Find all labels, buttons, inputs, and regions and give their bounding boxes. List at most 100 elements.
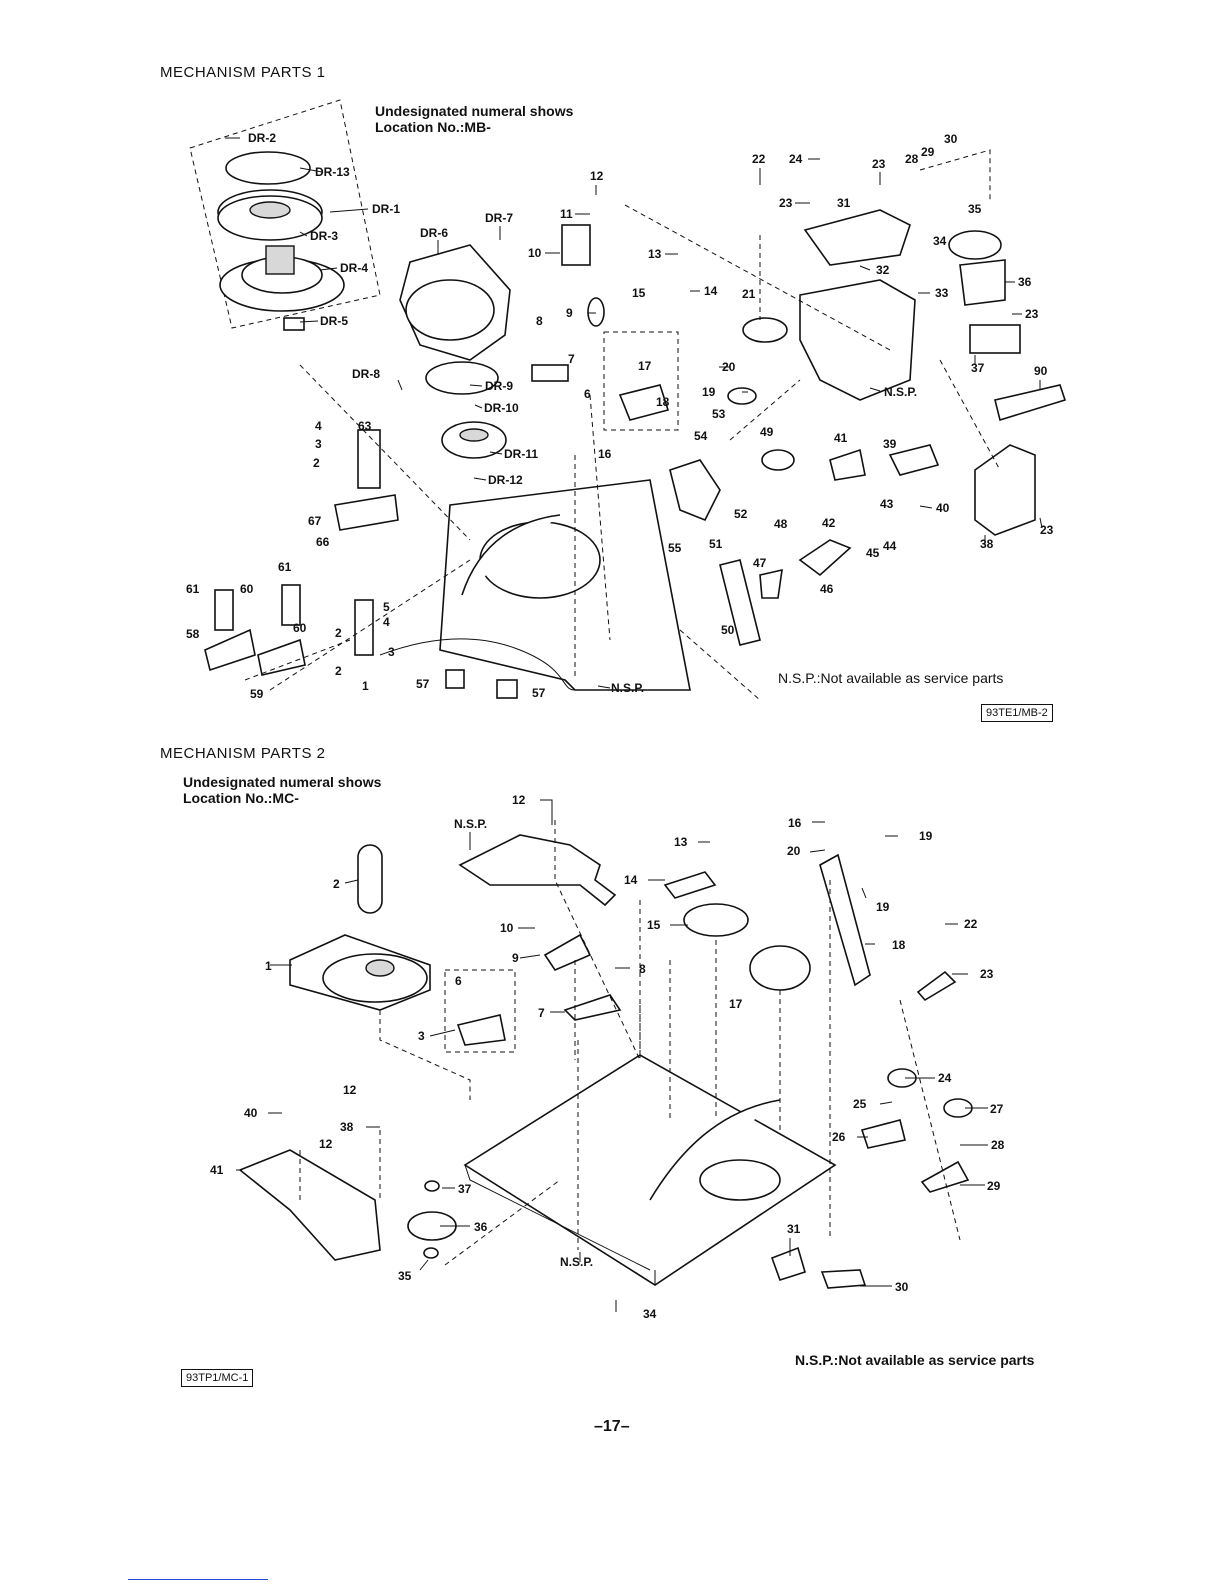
label-nsp-chassis: N.S.P.: [611, 681, 644, 695]
label-1: 1: [265, 959, 272, 973]
label-20: 20: [787, 844, 801, 858]
label-3b: 3: [388, 645, 395, 659]
label-23b: 23: [779, 196, 793, 210]
label-66: 66: [316, 535, 330, 549]
label-nsp-top: N.S.P.: [454, 817, 487, 831]
bracket-31: [770, 1246, 806, 1281]
page-footer-link-line: [128, 1579, 268, 1580]
label-23: 23: [980, 967, 994, 981]
label-30: 30: [895, 1280, 909, 1294]
label-nsp-chassis: N.S.P.: [560, 1255, 593, 1269]
label-60b: 60: [293, 621, 307, 635]
label-39: 39: [883, 437, 897, 451]
plate-37: [969, 324, 1021, 354]
label-dr-2: DR-2: [248, 131, 276, 145]
label-36: 36: [474, 1220, 488, 1234]
label-23a: 23: [872, 157, 886, 171]
section1-nsp-note: N.S.P.:Not available as service parts: [778, 670, 1004, 686]
label-61a: 61: [186, 582, 200, 596]
label-dr-5: DR-5: [320, 314, 348, 328]
label-57a: 57: [416, 677, 430, 691]
label-28: 28: [991, 1138, 1005, 1152]
upper-bracket-31: [803, 209, 911, 266]
arm-30: [820, 1269, 867, 1289]
label-32: 32: [876, 263, 890, 277]
label-5: 5: [383, 600, 390, 614]
label-2a: 2: [335, 626, 342, 640]
bracket-58: [204, 628, 256, 672]
tension-group-outline: [603, 331, 679, 431]
roller-stack: [354, 599, 374, 656]
clip-57b: [496, 679, 518, 699]
label-46: 46: [820, 582, 834, 596]
section2-note-line1: Undesignated numeral shows: [183, 774, 382, 790]
label-38: 38: [980, 537, 994, 551]
guide-post-63: [357, 429, 381, 489]
section2-title: MECHANISM PARTS 2: [160, 745, 326, 762]
label-22: 22: [964, 917, 978, 931]
label-55: 55: [668, 541, 682, 555]
section2-code-box: 93TP1/MC-1: [181, 1369, 254, 1387]
cable-90: [994, 384, 1067, 422]
arm-29: [920, 1160, 970, 1193]
capstan-hub: [365, 959, 395, 977]
section1-note-line2: Location No.:MB-: [375, 119, 491, 135]
label-35: 35: [398, 1269, 412, 1283]
solenoid-35: [948, 230, 1002, 260]
section1-code-box: 93TE1/MB-2: [981, 704, 1053, 722]
drum-bracket: [283, 317, 305, 331]
label-nsp-block: N.S.P.: [884, 385, 917, 399]
cam-plate-41: [238, 1149, 381, 1261]
label-51: 51: [709, 537, 723, 551]
gear-15: [683, 903, 749, 937]
belt-2: [357, 844, 383, 914]
label-6: 6: [584, 387, 591, 401]
label-12: 12: [590, 169, 604, 183]
label-18: 18: [656, 395, 670, 409]
cover-38: [974, 444, 1036, 536]
label-14: 14: [624, 873, 638, 887]
label-67: 67: [308, 514, 322, 528]
label-36: 36: [1018, 275, 1032, 289]
washer-37: [424, 1180, 440, 1192]
page-number: –17–: [594, 1418, 630, 1435]
label-47: 47: [753, 556, 767, 570]
label-7: 7: [538, 1006, 545, 1020]
gear-21: [742, 317, 788, 343]
label-31: 31: [837, 196, 851, 210]
label-3: 3: [418, 1029, 425, 1043]
worm-44: [798, 539, 852, 577]
label-2c: 2: [313, 456, 320, 470]
belt-3: [379, 638, 576, 691]
label-15: 15: [632, 286, 646, 300]
label-12c: 12: [319, 1137, 333, 1151]
label-31: 31: [787, 1222, 801, 1236]
label-12a: 12: [512, 793, 526, 807]
pinch-arm-3: [456, 1014, 506, 1046]
spring-9: [587, 297, 605, 327]
chassis-guide: [461, 514, 561, 596]
label-22: 22: [752, 152, 766, 166]
drum-shaft-block: [265, 245, 295, 275]
upper-drum-hub: [249, 201, 291, 219]
label-43: 43: [880, 497, 894, 511]
top-plate: [458, 834, 617, 907]
label-dr-8: DR-8: [352, 367, 380, 381]
label-dr-9: DR-9: [485, 379, 513, 393]
section2-nsp-note: N.S.P.:Not available as service parts: [795, 1352, 1035, 1368]
label-45: 45: [866, 546, 880, 560]
label-2: 2: [333, 877, 340, 891]
label-61b: 61: [278, 560, 292, 574]
reel-motor: [669, 459, 721, 522]
chassis-rail: [649, 1099, 781, 1201]
label-59: 59: [250, 687, 264, 701]
label-30: 30: [944, 132, 958, 146]
label-1: 1: [362, 679, 369, 693]
bracket-36: [959, 259, 1006, 306]
label-53: 53: [712, 407, 726, 421]
label-10: 10: [528, 246, 542, 260]
label-90: 90: [1034, 364, 1048, 378]
label-dr-12: DR-12: [488, 473, 523, 487]
label-8: 8: [639, 962, 646, 976]
gear-17: [749, 945, 811, 991]
